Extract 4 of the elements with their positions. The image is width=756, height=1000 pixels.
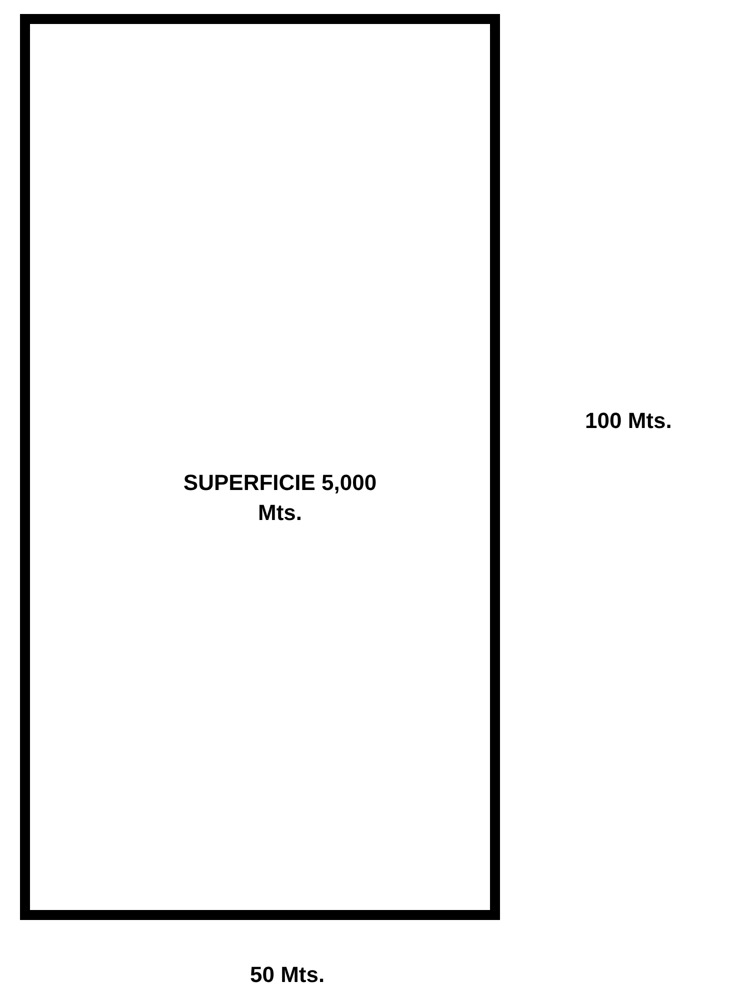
area-label: SUPERFICIE 5,000 Mts.: [182, 469, 378, 527]
land-plot-rectangle: [20, 14, 500, 920]
dimension-label: 100 Mts.: [585, 408, 672, 434]
dimension-label: 50 Mts.: [250, 962, 325, 988]
